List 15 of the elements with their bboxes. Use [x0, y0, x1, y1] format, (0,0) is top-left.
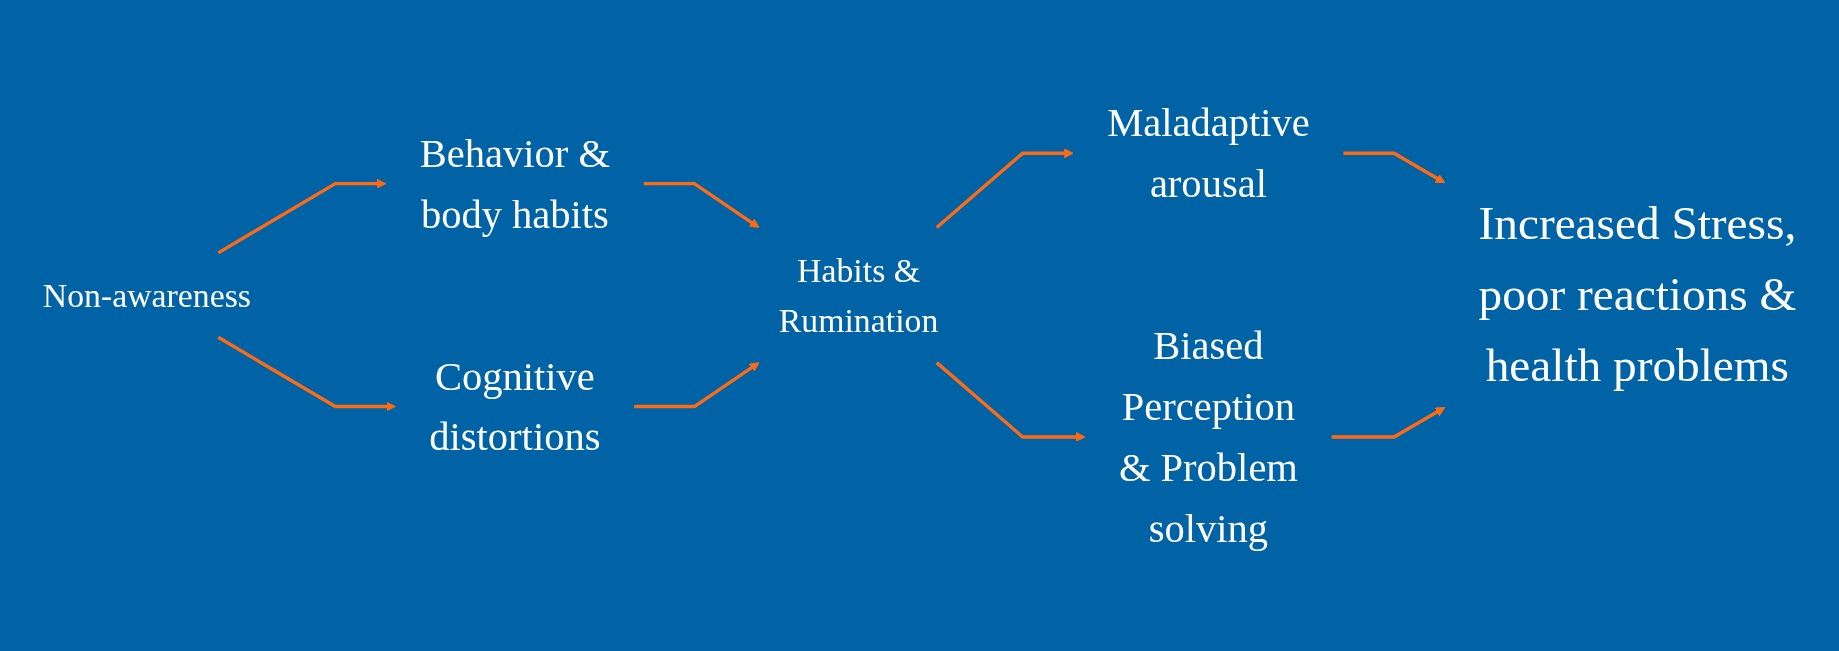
- arrow: [1343, 151, 1446, 184]
- node-text: Increased Stress, poor reactions & health problems: [1478, 197, 1797, 392]
- arrow: [935, 148, 1074, 229]
- node-text: Behavior & body habits: [419, 130, 610, 237]
- arrow: [634, 362, 760, 409]
- node-text: Non-awareness: [42, 276, 251, 314]
- arrow: [217, 178, 387, 255]
- arrow: [935, 361, 1086, 442]
- node-text: Habits & Rumination: [778, 251, 939, 340]
- arrow: [217, 335, 396, 412]
- arrow: [1331, 406, 1446, 439]
- node-text: Biased Perception & Problem solving: [1118, 323, 1298, 551]
- node-text: Cognitive distortions: [429, 353, 601, 460]
- node-text: Maladaptive arousal: [1107, 100, 1310, 207]
- arrow: [643, 182, 760, 228]
